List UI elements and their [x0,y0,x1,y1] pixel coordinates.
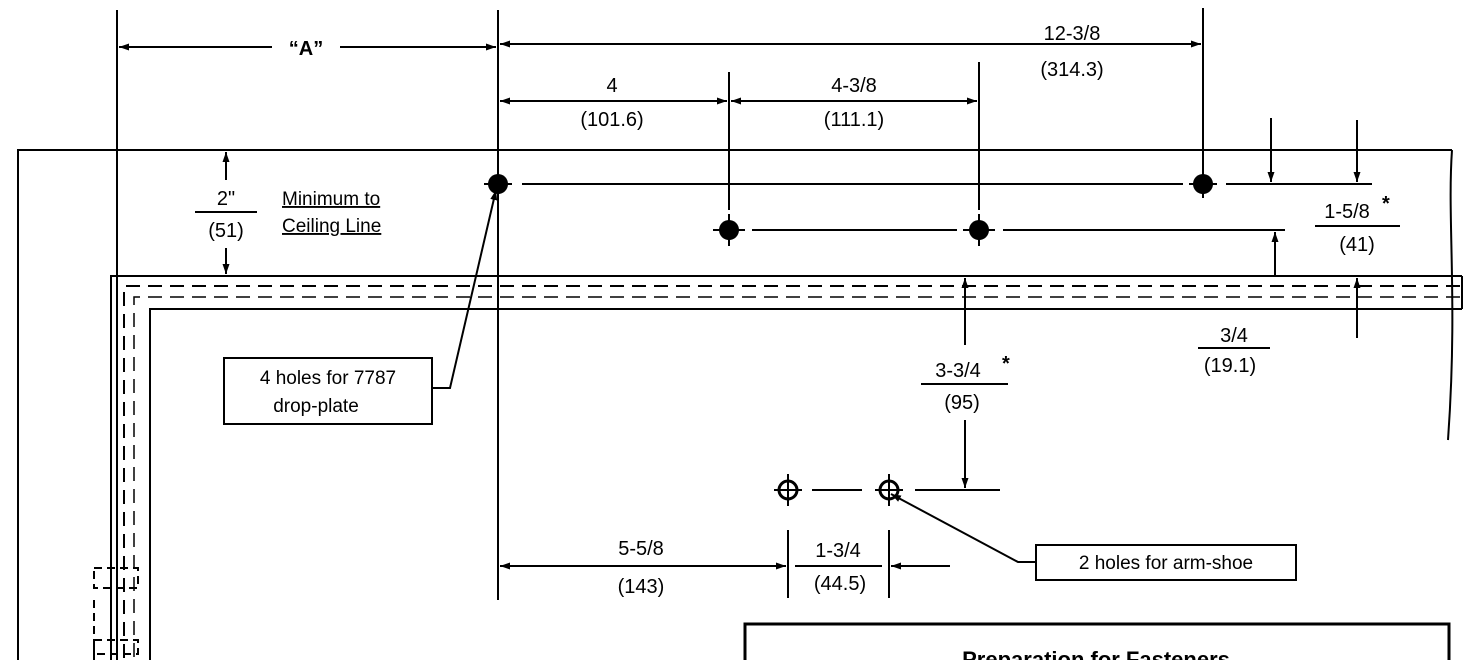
dim-1-3-4-in: 1-3/4 [815,540,861,562]
callout-drop-plate: 4 holes for 7787 drop-plate [223,357,433,425]
dim-2-in: 2" [217,188,235,210]
asterisk-mark: * [1382,193,1390,215]
fasteners-table: Preparation for Fasteners [743,622,1451,660]
dim-4-in: 4 [606,75,617,97]
dim-1-5-8-mm: (41) [1339,234,1375,256]
asterisk-mark: * [1002,353,1010,375]
callout-arm-shoe-text: 2 holes for arm-shoe [1079,553,1253,574]
drop-plate-hole [713,214,745,246]
dim-3-3-4-mm: (95) [944,392,980,414]
dim-5-5-8-mm: (143) [618,576,665,598]
arm-shoe-hole [774,474,802,506]
drop-plate-hole [484,170,512,198]
dim-12-3-8-mm: (314.3) [1040,59,1103,81]
dim-3-4-in: 3/4 [1220,325,1248,347]
fraction-bars [195,211,1400,567]
callout-arm-shoe: 2 holes for arm-shoe [1035,544,1297,581]
callout-drop-plate-line1: 4 holes for 7787 [260,368,396,389]
extension-lines [116,8,1372,660]
table-title: Preparation for Fasteners [962,647,1230,660]
dim-3-3-4-in: 3-3/4 [935,360,981,382]
arm-shoe-hole [875,474,903,506]
dim-4-mm: (101.6) [580,109,643,131]
callout-drop-plate-line2: drop-plate [273,396,359,417]
dimension-a-label: “A” [289,38,323,60]
dim-1-5-8-in: 1-5/8 [1324,201,1370,223]
minimum-label-line2: Ceiling Line [282,216,381,237]
dim-1-3-4-mm: (44.5) [814,573,866,595]
dimension-lines [119,40,1361,570]
dim-3-4-mm: (19.1) [1204,355,1256,377]
dim-2-mm: (51) [208,220,244,242]
leaders [432,189,1036,563]
center-lines [522,183,1183,491]
minimum-label-line1: Minimum to [282,189,380,210]
drop-plate-hole [1189,170,1217,198]
door-frame [110,275,1463,660]
drop-plate-hole [963,214,995,246]
dim-5-5-8-in: 5-5/8 [618,538,664,560]
dim-4-3-8-in: 4-3/8 [831,75,877,97]
header-outline [17,149,1454,660]
dim-12-3-8-in: 12-3/8 [1044,23,1101,45]
dim-4-3-8-mm: (111.1) [824,109,884,131]
